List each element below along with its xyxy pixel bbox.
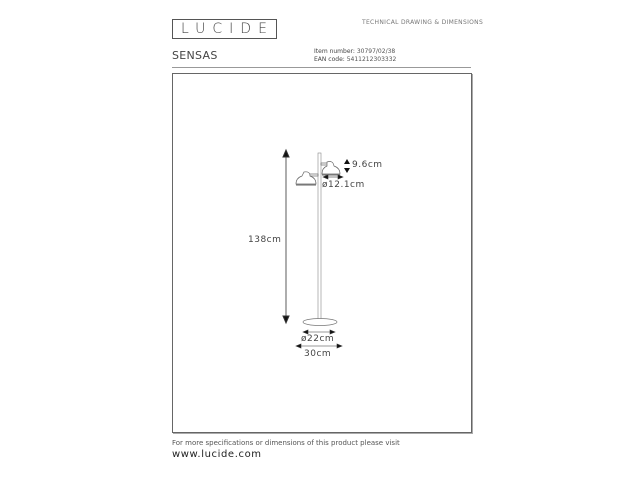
website-link[interactable]: www.lucide.com bbox=[172, 449, 262, 460]
upper-shade bbox=[320, 161, 341, 176]
lower-shade bbox=[295, 171, 319, 186]
drawing-frame bbox=[172, 73, 472, 433]
product-name: SENSAS bbox=[172, 49, 218, 62]
lamp-base bbox=[302, 318, 338, 326]
item-number-label: Item number: bbox=[314, 48, 355, 55]
ean-row: EAN code: 5411212303332 bbox=[314, 56, 396, 64]
section-title: TECHNICAL DRAWING & DIMENSIONS bbox=[362, 19, 484, 26]
shade-diameter-dimension: ø12.1cm bbox=[322, 180, 365, 190]
shade-height-arrow bbox=[344, 159, 350, 173]
footer-note: For more specifications or dimensions of… bbox=[172, 439, 400, 447]
width-dimension: 30cm bbox=[304, 349, 332, 359]
ean-label: EAN code: bbox=[314, 56, 345, 63]
brand-logo: LUCIDE bbox=[172, 19, 277, 39]
width-arrow bbox=[295, 343, 343, 349]
shade-diameter-arrow bbox=[322, 174, 344, 180]
height-dimension: 138cm bbox=[248, 235, 282, 245]
ean-code: 5411212303332 bbox=[346, 56, 397, 63]
base-diameter-dimension: ø22cm bbox=[301, 334, 335, 344]
header-divider bbox=[172, 67, 471, 68]
shade-height-dimension: 9.6cm bbox=[352, 160, 383, 170]
lamp-pole bbox=[317, 152, 322, 322]
item-number: 30797/02/38 bbox=[356, 48, 396, 55]
item-number-row: Item number: 30797/02/38 bbox=[314, 48, 396, 56]
item-info: Item number: 30797/02/38 EAN code: 54112… bbox=[314, 48, 396, 64]
base-diameter-arrow bbox=[302, 329, 336, 335]
height-arrow bbox=[282, 148, 290, 325]
